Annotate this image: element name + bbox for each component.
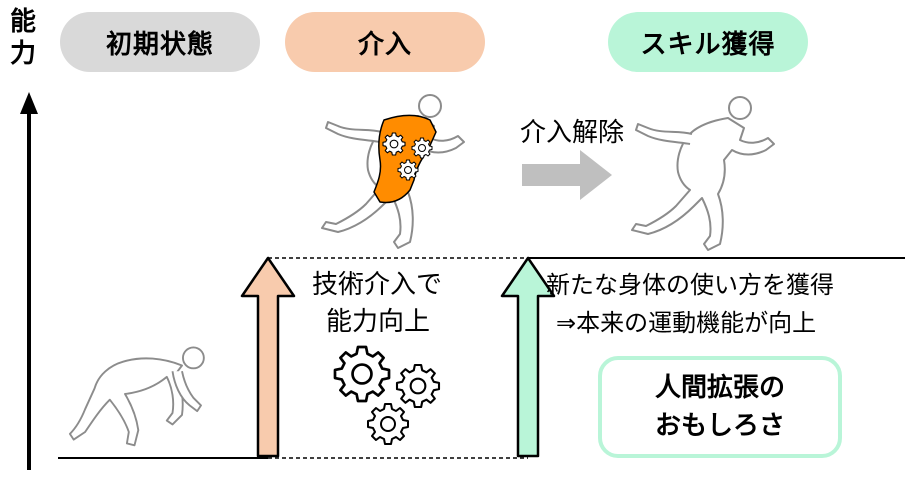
axis-arrowhead [20,92,38,114]
intervention-text-line2: 能力向上 [326,307,431,337]
stage-initial-pill: 初期状態 [60,12,260,72]
runner-skill [631,96,775,251]
axis-label-line2: 力 [9,39,36,69]
runner-initial [68,346,205,447]
release-label: 介入解除 [520,118,625,148]
stage-skill-pill: スキル獲得 [608,12,808,72]
intervention-text-line1: 技術介入で [312,270,443,300]
runner-intervention [321,94,465,249]
skill-text-line1: 新たな身体の使い方を獲得 [546,271,834,299]
intervention-up-arrow [240,256,296,458]
skill-up-arrow [500,256,556,458]
axis-label: 能 力 [6,6,40,70]
gears-cluster [333,345,441,445]
stage-intervention-pill: 介入 [285,12,485,72]
callout-box: 人間拡張の おもしろさ [598,356,842,458]
axis-label-line1: 能 [9,7,36,37]
callout-line2: おもしろさ [654,411,785,441]
skill-text-line2: ⇒本来の運動機能が向上 [556,309,817,337]
release-arrow [522,150,612,200]
callout-line1: 人間拡張の [654,373,785,403]
exosuit [373,114,437,204]
